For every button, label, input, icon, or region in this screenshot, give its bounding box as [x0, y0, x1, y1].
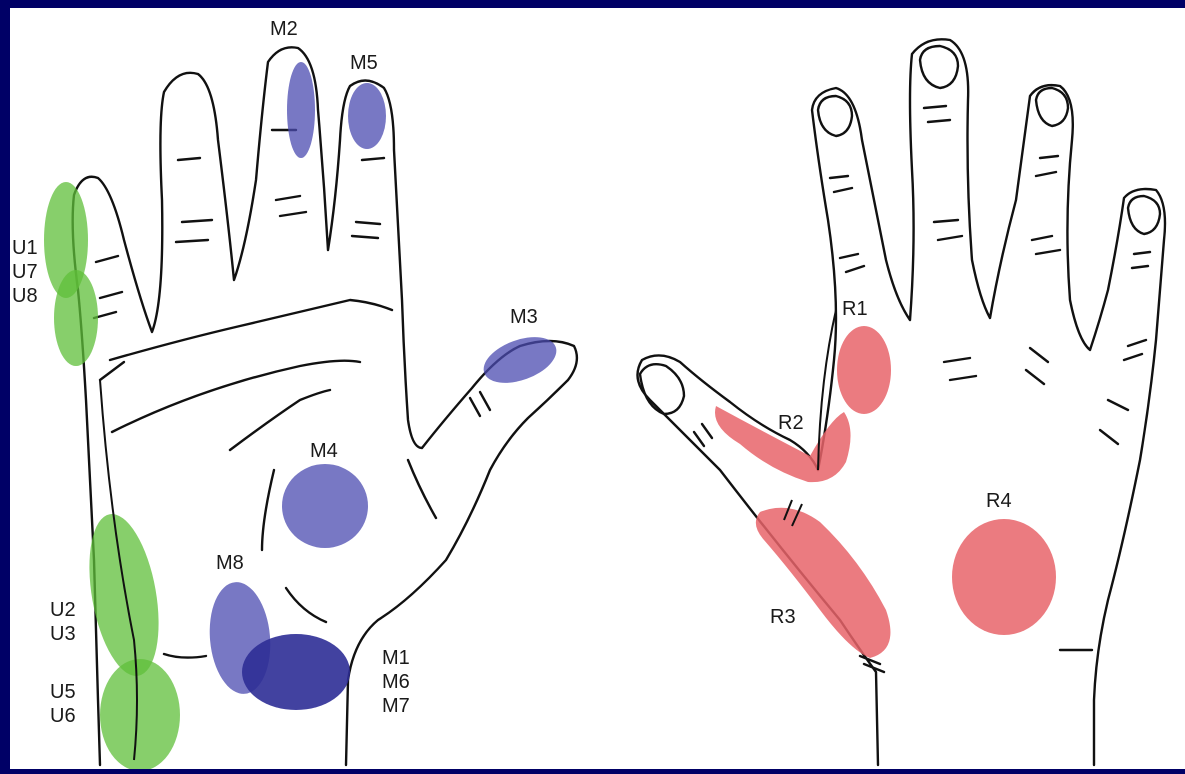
label-u1-u7-u8: U1 U7 U8 [12, 236, 38, 308]
label-u3: U3 [50, 622, 76, 646]
zone-r1 [837, 326, 891, 414]
label-u1: U1 [12, 236, 38, 260]
zone-m2 [287, 62, 315, 158]
panel-background [10, 8, 1185, 769]
label-u5-u6: U5 U6 [50, 680, 76, 728]
label-m5: M5 [350, 52, 378, 74]
zone-m5 [348, 83, 386, 149]
label-m1-m6-m7: M1 M6 M7 [382, 646, 410, 718]
label-r4: R4 [986, 490, 1012, 512]
label-r1: R1 [842, 298, 868, 320]
label-m8: M8 [216, 552, 244, 574]
label-u2: U2 [50, 598, 76, 622]
label-m4: M4 [310, 440, 338, 462]
label-r3: R3 [770, 606, 796, 628]
label-m3: M3 [510, 306, 538, 328]
label-m7: M7 [382, 694, 410, 718]
label-u8: U8 [12, 284, 38, 308]
label-m2: M2 [270, 18, 298, 40]
label-u2-u3: U2 U3 [50, 598, 76, 646]
label-u6: U6 [50, 704, 76, 728]
label-r2: R2 [778, 412, 804, 434]
zone-m1-m6-m7 [242, 634, 350, 710]
label-u5: U5 [50, 680, 76, 704]
zone-m4 [282, 464, 368, 548]
zone-u5-u6 [100, 659, 180, 769]
label-m1: M1 [382, 646, 410, 670]
zone-r4 [952, 519, 1056, 635]
label-u7: U7 [12, 260, 38, 284]
label-m6: M6 [382, 670, 410, 694]
zone-u1-u7-u8-lower [54, 270, 98, 366]
